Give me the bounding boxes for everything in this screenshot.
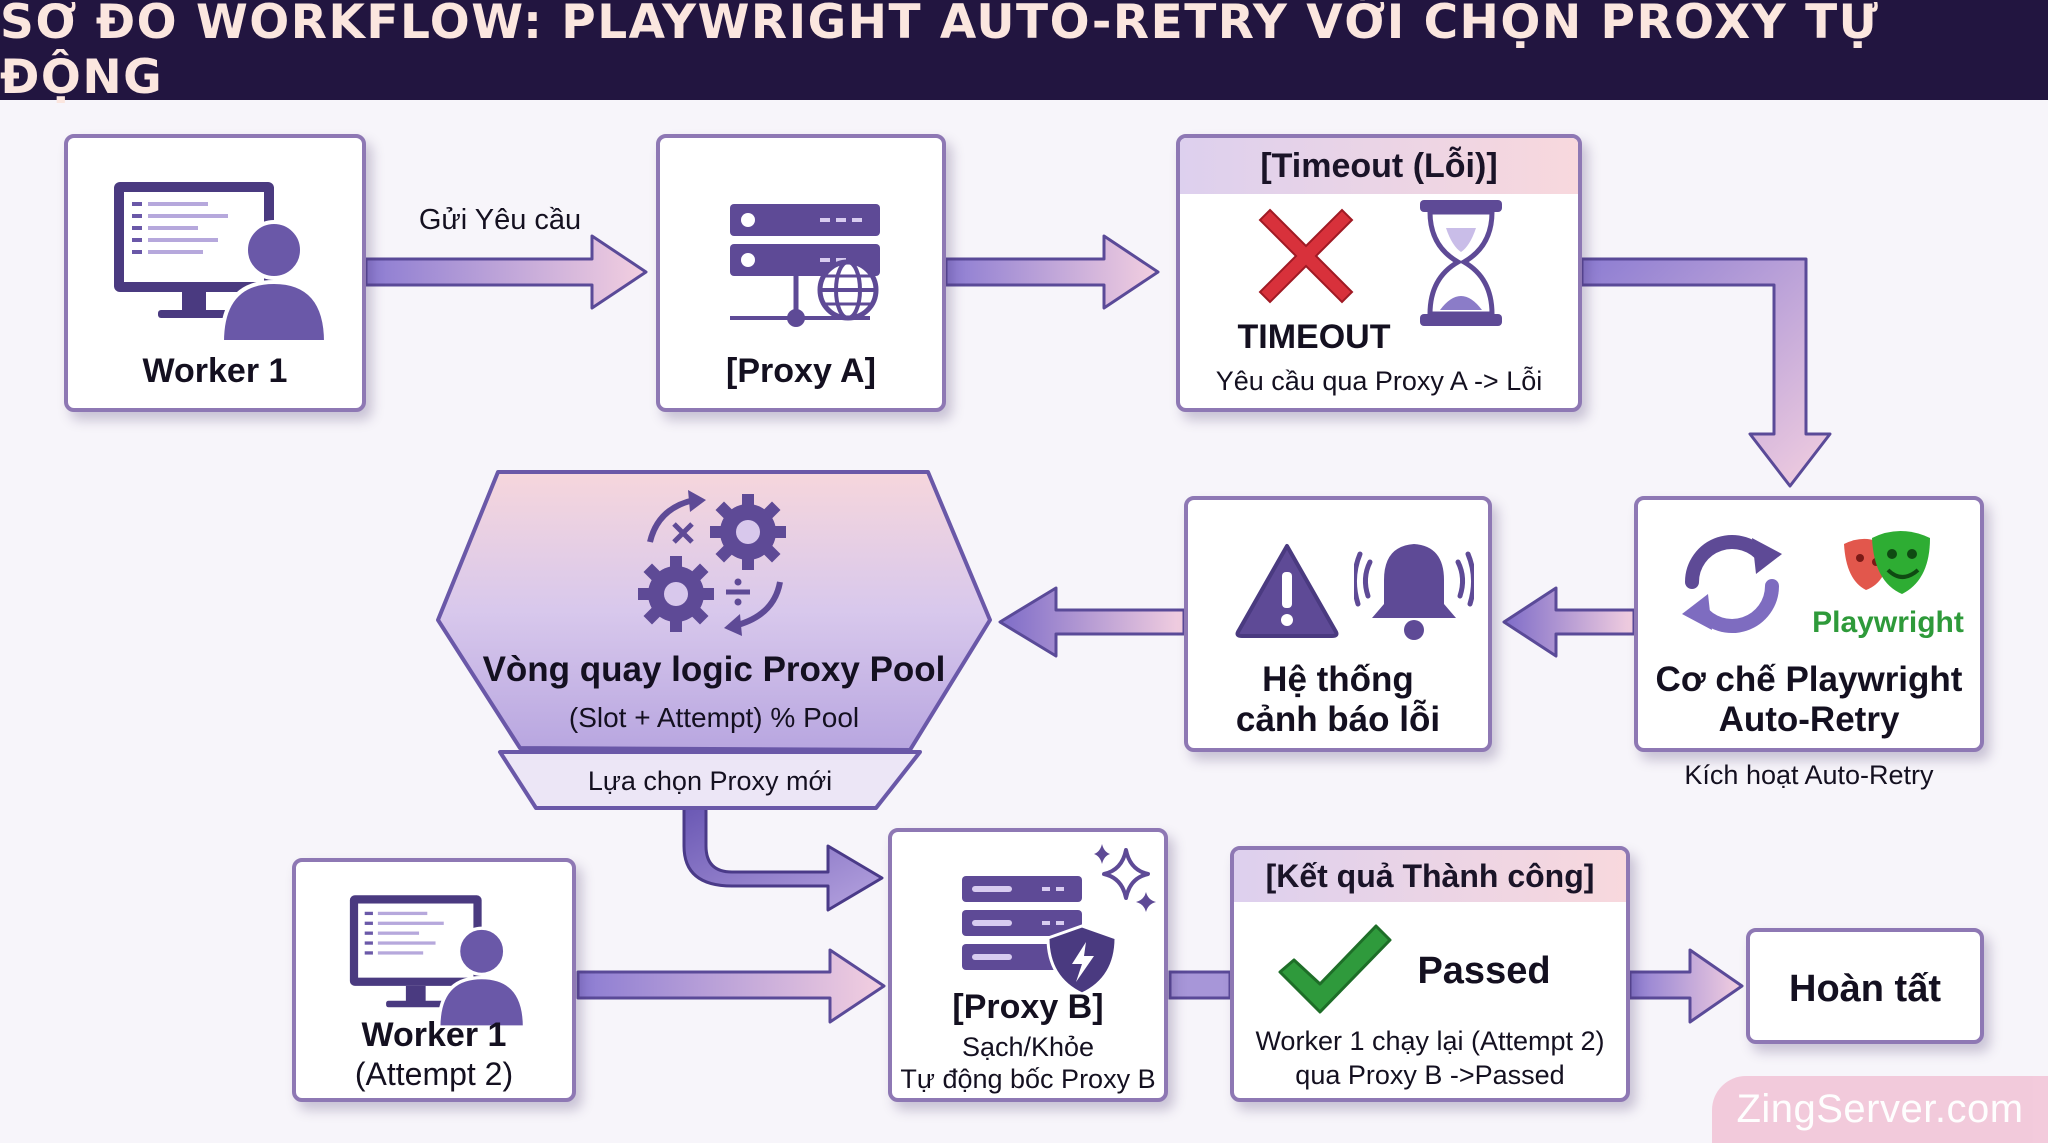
worker-1-label: Worker 1 [142, 352, 288, 390]
alert-label-line1: Hệ thống [1262, 660, 1414, 699]
node-worker-1: Worker 1 [64, 134, 366, 412]
node-worker-1-attempt-2: Worker 1 (Attempt 2) [292, 858, 576, 1102]
timeout-caption: Yêu cầu qua Proxy A -> Lỗi [1215, 366, 1543, 396]
pool-title: Vòng quay logic Proxy Pool [482, 650, 946, 689]
arrow-success-to-done [1628, 948, 1744, 1024]
arrow-worker2-to-proxy-b [576, 948, 886, 1024]
node-auto-retry: Playwright Cơ chế Playwright Auto-Retry [1634, 496, 1984, 752]
worker-1-attempt-2-label-line1: Worker 1 [361, 1016, 507, 1054]
success-caption-2: qua Proxy B ->Passed [1295, 1060, 1565, 1090]
success-header: [Kết quả Thành công] [1234, 850, 1626, 902]
hourglass-icon [1420, 200, 1502, 326]
pool-footer: Lựa chọn Proxy mới [587, 766, 833, 796]
auto-retry-caption: Kích hoạt Auto-Retry [1684, 760, 1934, 790]
arrow-timeout-to-autoretry [1580, 257, 1832, 488]
arrow-proxy-a-to-timeout [944, 234, 1160, 310]
x-mark-icon [1258, 208, 1354, 304]
checkmark-icon [1278, 924, 1392, 1014]
worker-1-attempt-2-label-line2: (Attempt 2) [354, 1056, 514, 1092]
pool-formula: (Slot + Attempt) % Pool [568, 702, 860, 733]
bell-icon [1354, 544, 1474, 640]
auto-retry-label-line1: Cơ chế Playwright [1655, 660, 1963, 699]
alert-label-line2: cảnh báo lỗi [1235, 700, 1441, 739]
computer-user-icon [349, 895, 527, 1029]
node-alert-system: Hệ thống cảnh báo lỗi [1184, 496, 1492, 752]
arrow-autoretry-to-alert [1502, 586, 1636, 658]
success-label: Passed [1417, 950, 1551, 992]
diagram-title: SƠ ĐỒ WORKFLOW: PLAYWRIGHT AUTO-RETRY VỚ… [0, 0, 1880, 105]
timeout-header: [Timeout (Lỗi)] [1180, 138, 1578, 194]
proxy-b-sub2: Tự động bốc Proxy B [900, 1064, 1156, 1094]
refresh-icon [1682, 535, 1782, 633]
node-done: Hoàn tất [1746, 928, 1984, 1044]
title-bar: SƠ ĐỒ WORKFLOW: PLAYWRIGHT AUTO-RETRY VỚ… [0, 0, 2048, 105]
node-success: [Kết quả Thành công] Passed Worker 1 chạ… [1230, 846, 1630, 1102]
proxy-b-label: [Proxy B] [952, 988, 1104, 1026]
success-caption-1: Worker 1 chạy lại (Attempt 2) [1255, 1026, 1605, 1056]
proxy-pool-hexagon [436, 470, 992, 810]
sparkles-icon [1094, 844, 1156, 912]
arrow-pool-to-proxy-b [682, 806, 884, 912]
playwright-brand-label: Playwright [1812, 606, 1964, 639]
node-proxy-b: [Proxy B] Sạch/Khỏe Tự động bốc Proxy B [888, 828, 1168, 1102]
node-proxy-a: [Proxy A] [656, 134, 946, 412]
server-globe-icon [730, 204, 880, 327]
arrow-alert-to-pool [998, 586, 1186, 658]
watermark-text: ZingServer.com [1736, 1087, 2024, 1131]
edge-label-send-request: Gửi Yêu cầu [418, 204, 582, 236]
done-label: Hoàn tất [1789, 968, 1941, 1010]
server-shield-icon [962, 876, 1118, 996]
timeout-label: TIMEOUT [1237, 318, 1391, 356]
arrow-worker-to-proxy-a [364, 234, 648, 310]
auto-retry-label-line2: Auto-Retry [1718, 700, 1900, 739]
proxy-a-label: [Proxy A] [726, 352, 876, 390]
gears-math-icon [638, 490, 786, 636]
node-timeout: [Timeout (Lỗi)] TIMEOUT Yêu cầu qua Prox… [1176, 134, 1582, 412]
computer-user-icon [114, 182, 329, 344]
connector-proxy-b-to-success [1168, 970, 1232, 1000]
playwright-logo [1844, 531, 1930, 594]
proxy-b-sub1: Sạch/Khỏe [961, 1032, 1095, 1062]
warning-icon [1235, 544, 1339, 638]
watermark: ZingServer.com [1712, 1076, 2048, 1143]
